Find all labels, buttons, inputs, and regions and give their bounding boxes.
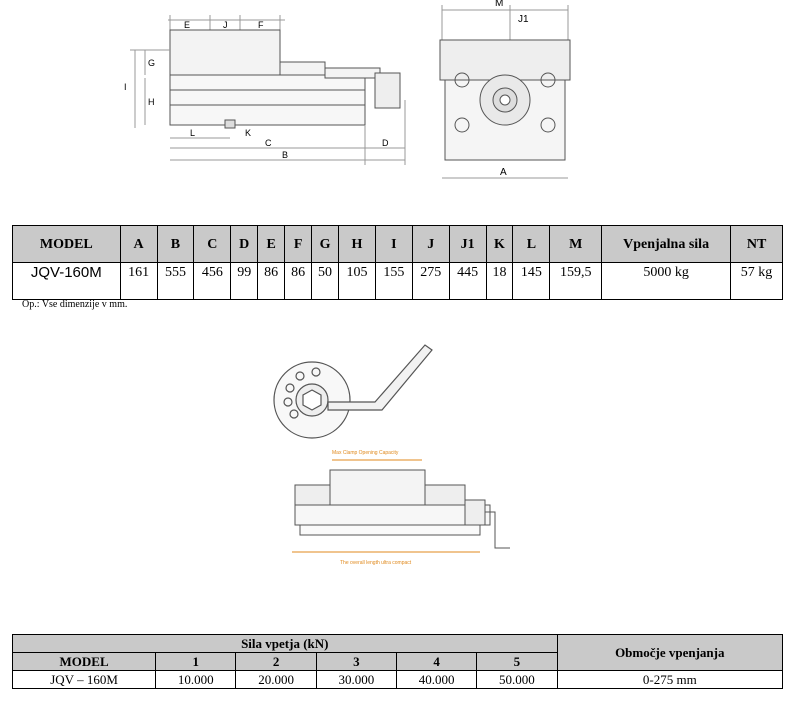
label-b: B xyxy=(282,150,288,160)
force-cell-range: 0-275 mm xyxy=(556,670,784,689)
label-f: F xyxy=(258,20,264,30)
range-header: Območje vpenjanja xyxy=(556,634,784,671)
spec-cell-force: 5000 kg xyxy=(601,262,732,300)
spec-header: NT xyxy=(730,225,783,263)
spec-cell: 145 xyxy=(512,262,551,300)
spec-header-row: MODEL A B C D E F G H I J J1 K L M Vpenj… xyxy=(12,225,783,263)
spec-header: G xyxy=(311,225,339,263)
clamping-force-table: Sila vpetja (kN) Območje vpenjanja MODEL… xyxy=(11,634,784,689)
label-d: D xyxy=(382,138,389,148)
spec-cell: 50 xyxy=(311,262,339,300)
label-l: L xyxy=(190,128,195,138)
force-cell: 30.000 xyxy=(315,670,398,689)
label-g: G xyxy=(148,58,155,68)
label-a: A xyxy=(500,167,507,178)
spec-cell: 99 xyxy=(230,262,259,300)
force-cell: 10.000 xyxy=(155,670,237,689)
top-view-drawing: Max Clamp Opening Capacity The overall l… xyxy=(292,450,510,566)
max-clamp-caption: Max Clamp Opening Capacity xyxy=(332,450,399,456)
handwheel-drawing xyxy=(273,344,433,439)
end-view-drawing: M J1 A xyxy=(439,0,571,179)
side-view-drawing: E J F G H I L K C D B xyxy=(124,15,406,165)
force-level-header: 2 xyxy=(235,652,317,671)
spec-cell: 555 xyxy=(156,262,195,300)
label-i: I xyxy=(124,82,127,92)
force-group-header-row: Sila vpetja (kN) Območje vpenjanja xyxy=(12,634,784,671)
force-cell: 20.000 xyxy=(235,670,317,689)
spec-header: C xyxy=(193,225,232,263)
force-level-header: 3 xyxy=(315,652,398,671)
dimension-note: Op.: Vse dimenzije v mm. xyxy=(22,299,128,310)
spec-header: Vpenjalna sila xyxy=(601,225,732,263)
spec-cell: 275 xyxy=(411,262,450,300)
label-e: E xyxy=(184,20,190,30)
force-level-header: 1 xyxy=(155,652,237,671)
spec-cell: 105 xyxy=(338,262,376,300)
label-c: C xyxy=(265,138,272,148)
spec-cell: 18 xyxy=(485,262,514,300)
spec-header: B xyxy=(156,225,195,263)
spec-header: M xyxy=(549,225,603,263)
force-group-header: Sila vpetja (kN) xyxy=(12,634,558,653)
spec-cell-weight: 57 kg xyxy=(730,262,783,300)
spec-cell: 159,5 xyxy=(549,262,603,300)
force-model-header: MODEL xyxy=(11,652,157,671)
spec-header: E xyxy=(257,225,286,263)
label-j: J xyxy=(223,20,228,30)
spec-header: MODEL xyxy=(12,225,121,263)
spec-header: J xyxy=(411,225,450,263)
force-data-row: JQV – 160M 10.000 20.000 30.000 40.000 5… xyxy=(11,670,784,689)
spec-header: A xyxy=(119,225,158,263)
spec-table: MODEL A B C D E F G H I J J1 K L M Vpenj… xyxy=(12,225,783,300)
spec-header: J1 xyxy=(448,225,487,263)
spec-cell: 445 xyxy=(448,262,487,300)
spec-header: F xyxy=(284,225,313,263)
spec-header: D xyxy=(230,225,259,263)
force-level-header: 4 xyxy=(395,652,478,671)
force-cell: 40.000 xyxy=(395,670,478,689)
label-j1: J1 xyxy=(518,14,529,25)
force-cell-model: JQV – 160M xyxy=(11,670,157,689)
spec-cell: 456 xyxy=(193,262,232,300)
label-k: K xyxy=(245,128,251,138)
label-m: M xyxy=(495,0,503,9)
spec-cell: 161 xyxy=(119,262,158,300)
spec-cell: 86 xyxy=(284,262,313,300)
spec-cell: 155 xyxy=(374,262,413,300)
spec-header: I xyxy=(374,225,413,263)
force-cell: 50.000 xyxy=(476,670,558,689)
spec-data-row: JQV-160M 161 555 456 99 86 86 50 105 155… xyxy=(12,262,783,300)
spec-header: H xyxy=(338,225,376,263)
spec-cell: 86 xyxy=(257,262,286,300)
overall-length-caption: The overall length ultra compact xyxy=(340,560,412,566)
spec-header: L xyxy=(512,225,551,263)
spec-header: K xyxy=(485,225,514,263)
force-level-header-row: MODEL 1 2 3 4 5 xyxy=(11,652,783,671)
spec-cell-model: JQV-160M xyxy=(12,262,121,300)
label-h: H xyxy=(148,97,155,107)
force-level-header: 5 xyxy=(476,652,558,671)
